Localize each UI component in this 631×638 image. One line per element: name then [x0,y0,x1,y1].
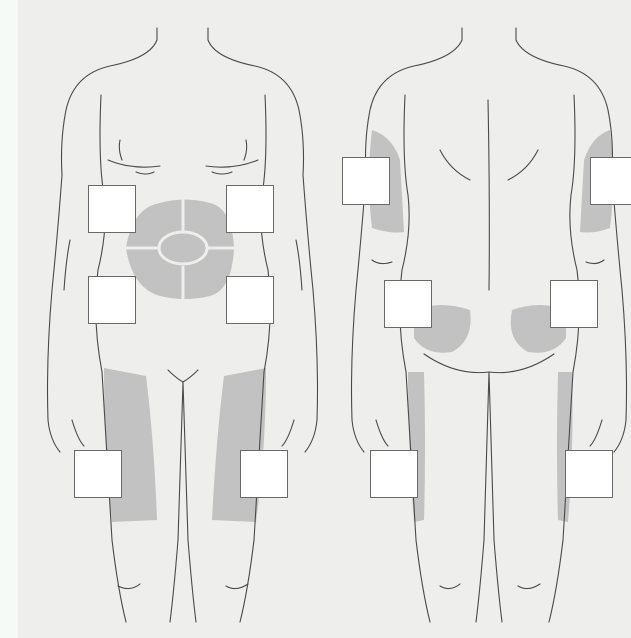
front-left-thigh-zone [212,368,266,522]
front-label-box-middle-right [226,276,274,324]
front-label-box-upper-right [226,185,274,233]
back-label-box-thigh-right [565,450,613,498]
back-label-box-thigh-left [370,450,418,498]
front-label-box-upper-left [88,185,136,233]
front-figure [48,28,318,622]
back-label-box-buttock-left [384,280,432,328]
back-label-box-arm-left [342,157,390,205]
front-right-thigh-zone [104,368,157,522]
injection-sites-diagram [18,0,631,638]
front-outline [48,28,318,622]
front-label-box-middle-left [88,276,136,324]
back-label-box-arm-right [590,157,631,205]
back-left-thigh-zone [557,372,573,522]
back-label-box-buttock-right [550,280,598,328]
front-label-box-lower-left [74,450,122,498]
front-label-box-lower-right [240,450,288,498]
